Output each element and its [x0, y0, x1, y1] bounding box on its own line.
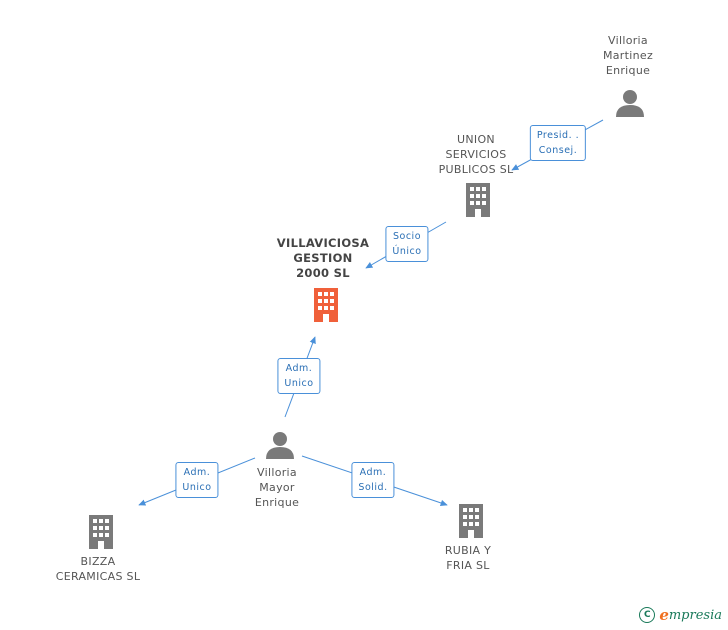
node-rubia-label: RUBIA Y FRIA SL: [444, 544, 492, 572]
main-building-icon[interactable]: [311, 288, 341, 322]
edge-label-adm-unico-main[interactable]: Adm. Unico: [277, 358, 321, 394]
building-icon[interactable]: [463, 183, 493, 217]
node-bizza-label: BIZZA CERAMICAS SL: [55, 555, 141, 583]
brand-initial: e: [659, 606, 669, 624]
node-villoria-martinez-label: Villoria Martinez Enrique: [602, 34, 654, 77]
brand-name: mpresia: [668, 607, 722, 623]
edge-label-adm-unico-bizza[interactable]: Adm. Unico: [175, 462, 219, 498]
node-villaviciosa-label: VILLAVICIOSA GESTION 2000 SL: [276, 236, 370, 280]
edge-label-socio[interactable]: Socio Único: [385, 226, 429, 262]
building-icon[interactable]: [456, 504, 486, 538]
node-union-servicios-label: UNION SERVICIOS PUBLICOS SL: [438, 133, 514, 176]
edge-label-adm-solid[interactable]: Adm. Solid.: [351, 462, 395, 498]
building-icon[interactable]: [86, 515, 116, 549]
edge-label-presid[interactable]: Presid. . Consej.: [529, 125, 587, 161]
copyright-icon: C: [639, 607, 656, 623]
person-icon[interactable]: [615, 89, 645, 117]
person-icon[interactable]: [265, 431, 295, 459]
node-villoria-mayor-label: Villoria Mayor Enrique: [254, 466, 300, 509]
